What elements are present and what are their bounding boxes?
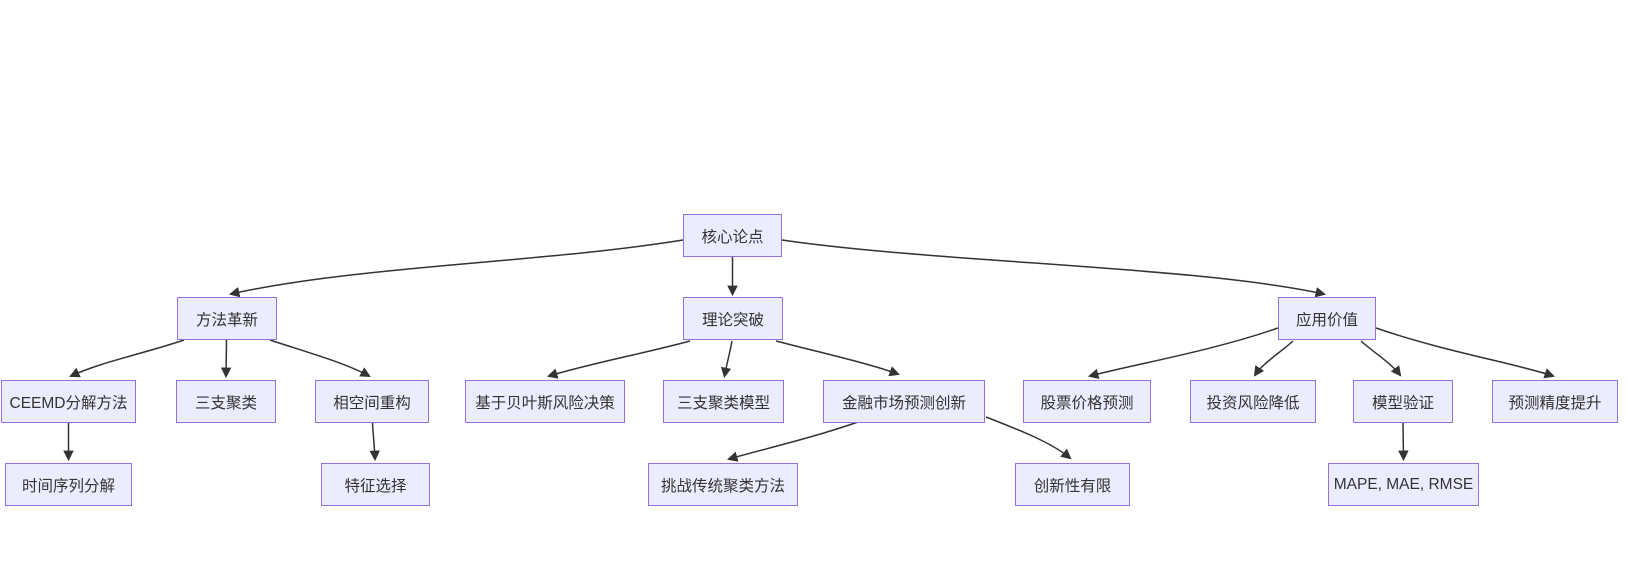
edge-method-ceemd bbox=[69, 339, 185, 378]
node-stock-price-prediction: 股票价格预测 bbox=[1023, 380, 1151, 423]
node-financial-market-prediction-innovation: 金融市场预测创新 bbox=[823, 380, 985, 423]
node-evaluation-metrics: MAPE, MAE, RMSE bbox=[1328, 463, 1479, 506]
edge-method-phase bbox=[269, 339, 371, 378]
node-prediction-accuracy-improvement: 预测精度提升 bbox=[1492, 380, 1618, 423]
node-limited-innovation: 创新性有限 bbox=[1015, 463, 1130, 506]
node-method-innovation: 方法革新 bbox=[177, 297, 277, 340]
node-core-thesis: 核心论点 bbox=[683, 214, 782, 257]
node-feature-selection: 特征选择 bbox=[321, 463, 430, 506]
node-phase-space-reconstruction: 相空间重构 bbox=[315, 380, 429, 423]
edge-application-validation bbox=[1360, 340, 1402, 377]
node-three-way-clustering-model: 三支聚类模型 bbox=[663, 380, 784, 423]
edge-phase-feature bbox=[369, 422, 380, 462]
edge-theory-finance bbox=[775, 340, 900, 377]
edge-method-threeway bbox=[220, 339, 232, 379]
node-time-series-decomposition: 时间序列分解 bbox=[5, 463, 132, 506]
edge-theory-bayes bbox=[546, 340, 691, 379]
node-bayesian-risk-decision: 基于贝叶斯风险决策 bbox=[465, 380, 625, 423]
edge-root-application bbox=[781, 239, 1327, 298]
node-theory-breakthrough: 理论突破 bbox=[683, 297, 783, 340]
node-three-way-clustering: 三支聚类 bbox=[176, 380, 276, 423]
edge-finance-limited bbox=[985, 416, 1072, 460]
node-investment-risk-reduction: 投资风险降低 bbox=[1190, 380, 1316, 423]
edge-root-method bbox=[228, 239, 684, 298]
edge-application-stock bbox=[1087, 327, 1279, 379]
node-ceemd-decomposition-method: CEEMD分解方法 bbox=[1, 380, 136, 423]
edge-application-risk bbox=[1253, 340, 1294, 377]
edge-theory-twmodel bbox=[720, 340, 733, 379]
edge-validation-metrics bbox=[1398, 422, 1409, 462]
edge-finance-challenge bbox=[726, 421, 859, 462]
node-model-validation: 模型验证 bbox=[1353, 380, 1453, 423]
node-challenge-traditional-clustering: 挑战传统聚类方法 bbox=[648, 463, 798, 506]
edge-application-accuracy bbox=[1375, 327, 1555, 379]
node-application-value: 应用价值 bbox=[1278, 297, 1376, 340]
